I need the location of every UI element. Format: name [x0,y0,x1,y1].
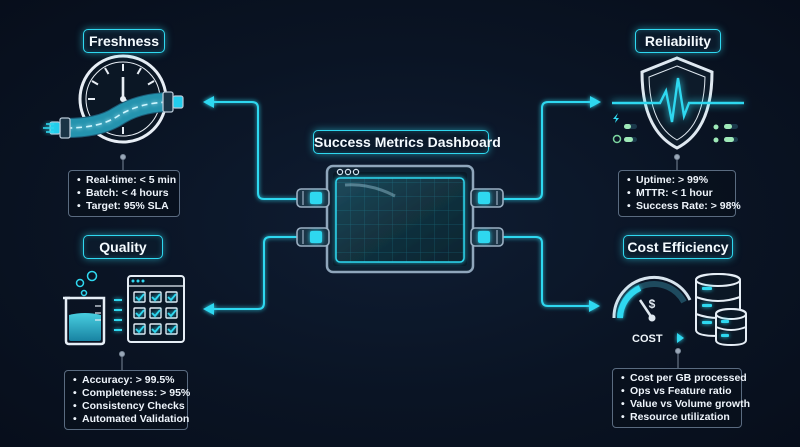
reliability-title: Reliability [635,29,721,53]
connector-lines [212,101,592,310]
clock-pipe-icon [43,54,184,144]
shield-heartbeat-icon [612,56,744,150]
connector-cost [502,236,590,307]
list-item: Ops vs Feature ratio [621,385,733,398]
list-item: Resource utilization [621,411,733,424]
quality-info-box: Accuracy: > 99.5% Completeness: > 95% Co… [64,370,190,430]
list-item: Accuracy: > 99.5% [73,374,179,387]
beaker-checklist-icon [63,270,185,346]
arrowhead-freshness [203,96,214,108]
cost-label: COST [632,333,663,345]
list-item: Automated Validation [73,413,189,426]
list-item: Cost per GB processed [621,372,747,385]
arrowhead-quality [203,303,214,315]
freshness-title: Freshness [83,29,165,53]
cost-metrics-list: Cost per GB processed Ops vs Feature rat… [621,372,750,424]
reliability-info-box: Uptime: > 99% MTTR: < 1 hour Success Rat… [618,170,741,217]
list-item: MTTR: < 1 hour [627,187,727,200]
quality-metrics-list: Accuracy: > 99.5% Completeness: > 95% Co… [73,374,190,426]
cost-efficiency-title: Cost Efficiency [623,235,733,259]
list-item: Success Rate: > 98% [627,200,741,213]
list-item: Uptime: > 99% [627,174,727,187]
list-item: Value vs Volume growth [621,398,750,411]
connector-quality [212,236,298,310]
freshness-metrics-list: Real-time: < 5 min Batch: < 4 hours Targ… [77,174,176,213]
dashboard-monitor-icon [296,164,504,274]
dollar-sign-label: $ [649,297,656,311]
list-item: Consistency Checks [73,400,185,413]
gauge-database-icon: $ COST [612,272,747,347]
list-item: Batch: < 4 hours [77,187,171,200]
list-item: Completeness: > 95% [73,387,190,400]
dashboard-title: Success Metrics Dashboard [313,130,501,154]
connector-reliability [502,101,592,200]
arrowhead-reliability [590,96,601,108]
cost-info-box: Cost per GB processed Ops vs Feature rat… [612,368,750,428]
arrowhead-cost [589,300,600,312]
reliability-metrics-list: Uptime: > 99% MTTR: < 1 hour Success Rat… [627,174,741,213]
quality-title: Quality [83,235,163,259]
list-item: Target: 95% SLA [77,200,171,213]
freshness-info-box: Real-time: < 5 min Batch: < 4 hours Targ… [68,170,180,217]
list-item: Real-time: < 5 min [77,174,176,187]
connector-freshness [212,101,298,200]
